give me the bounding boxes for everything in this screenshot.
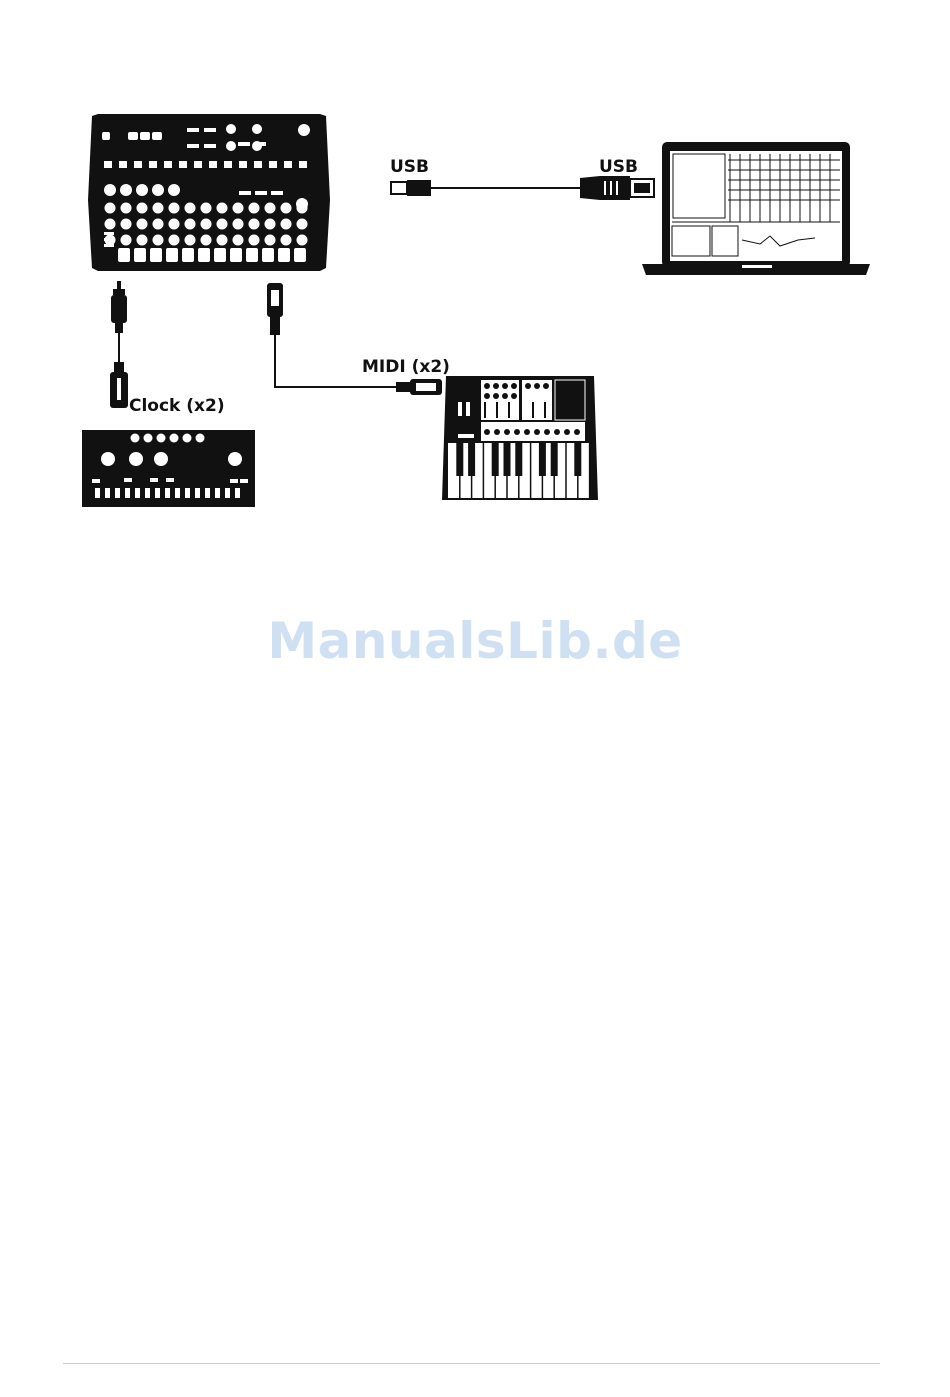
sequencer-device — [88, 114, 330, 271]
clock-cable — [110, 281, 128, 408]
drum-machine-device — [82, 430, 255, 507]
footer-rule — [63, 1363, 880, 1364]
usb-left-label: USB — [390, 157, 429, 177]
usb-right-label: USB — [599, 157, 638, 177]
watermark: ManualsLib.de — [0, 612, 950, 670]
usb-cable — [391, 176, 654, 200]
midi-label: MIDI (x2) — [362, 357, 450, 377]
laptop-device — [642, 142, 870, 275]
midi-cable — [267, 283, 442, 395]
clock-label: Clock (x2) — [129, 396, 225, 416]
synth-keyboard-device — [442, 376, 598, 500]
connection-diagram — [0, 0, 950, 600]
